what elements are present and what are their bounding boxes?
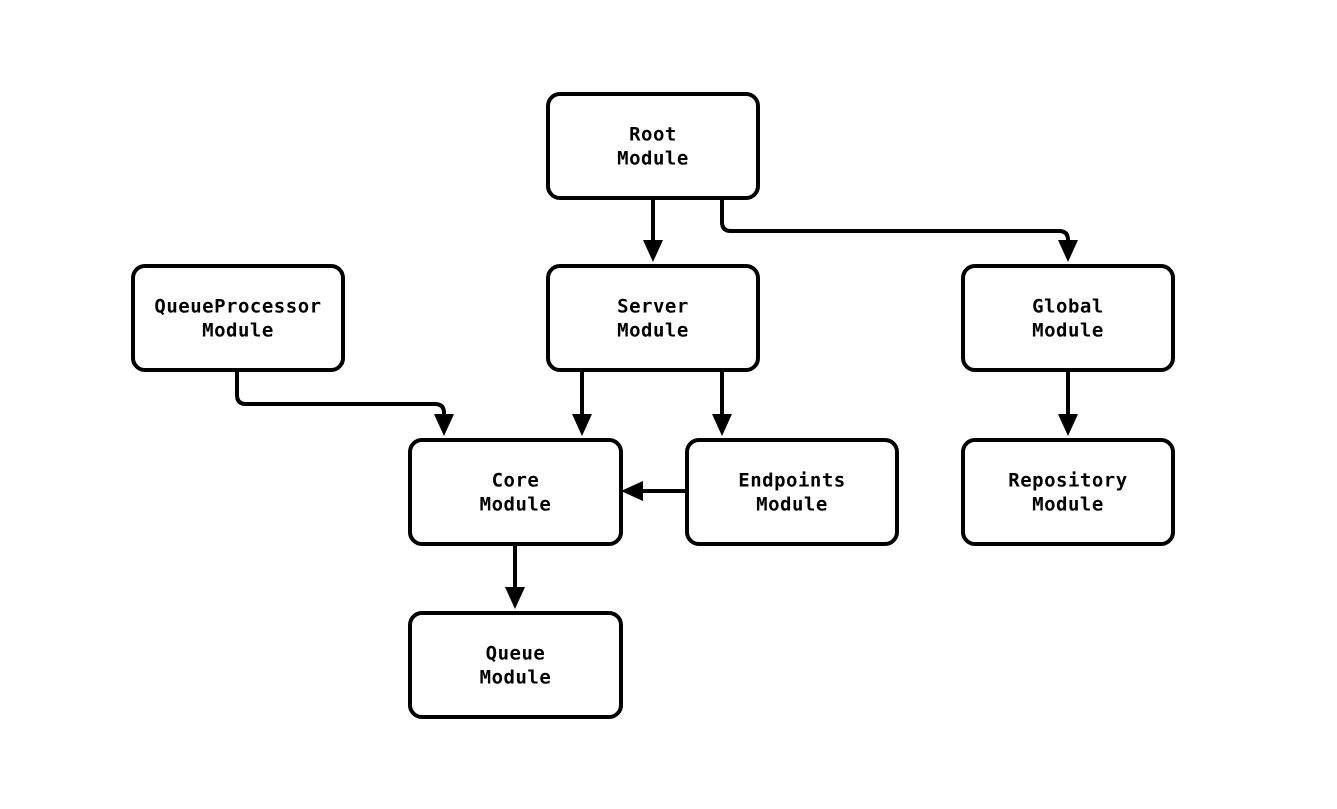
edge-line-queueprocessor-to-core xyxy=(235,370,446,420)
edge-server-to-endpoints xyxy=(712,370,732,436)
node-label-queue-line2: Module xyxy=(480,667,552,689)
arrowhead-icon-queueprocessor-to-core xyxy=(434,414,454,436)
arrowhead-icon-server-to-core xyxy=(572,414,592,436)
node-box-endpoints[interactable] xyxy=(685,438,899,546)
arrowhead-icon-endpoints-to-core xyxy=(621,481,643,501)
node-box-queue[interactable] xyxy=(408,611,623,719)
node-label-root-line1: Root xyxy=(629,124,677,146)
edge-global-to-repository xyxy=(1058,370,1078,436)
arrowhead-icon-server-to-endpoints xyxy=(712,414,732,436)
node-box-global[interactable] xyxy=(961,264,1175,372)
edge-root-to-server xyxy=(643,198,663,262)
node-label-server-line2: Module xyxy=(617,320,689,342)
node-box-repository[interactable] xyxy=(961,438,1175,546)
edge-server-to-core xyxy=(572,370,592,436)
arrowhead-icon-root-to-server xyxy=(643,240,663,262)
node-label-repository-line2: Module xyxy=(1032,494,1104,516)
node-label-endpoints-line1: Endpoints xyxy=(738,470,845,492)
node-box-root[interactable] xyxy=(546,92,760,200)
arrowhead-icon-core-to-queue xyxy=(505,587,525,609)
edge-queueprocessor-to-core xyxy=(235,370,454,436)
edge-line-root-to-global xyxy=(720,198,1070,246)
edges-layer xyxy=(235,198,1078,609)
node-box-server[interactable] xyxy=(546,264,760,372)
edge-endpoints-to-core xyxy=(621,481,687,501)
node-label-global-line2: Module xyxy=(1032,320,1104,342)
node-box-queueprocessor[interactable] xyxy=(131,264,345,372)
edge-root-to-global xyxy=(720,198,1078,262)
nodes-layer: RootModuleQueueProcessorModuleServerModu… xyxy=(131,92,1175,719)
node-label-endpoints-line2: Module xyxy=(756,494,828,516)
arrowhead-icon-root-to-global xyxy=(1058,240,1078,262)
node-label-server-line1: Server xyxy=(617,296,689,318)
edge-core-to-queue xyxy=(505,544,525,609)
arrowhead-icon-global-to-repository xyxy=(1058,414,1078,436)
node-label-queue-line1: Queue xyxy=(486,643,546,665)
node-box-core[interactable] xyxy=(408,438,623,546)
node-label-queueprocessor-line1: QueueProcessor xyxy=(154,296,321,318)
node-label-queueprocessor-line2: Module xyxy=(202,320,274,342)
node-label-root-line2: Module xyxy=(617,148,689,170)
node-label-repository-line1: Repository xyxy=(1008,470,1127,492)
node-label-core-line2: Module xyxy=(480,494,552,516)
node-label-core-line1: Core xyxy=(492,470,540,492)
node-label-global-line1: Global xyxy=(1032,296,1104,318)
